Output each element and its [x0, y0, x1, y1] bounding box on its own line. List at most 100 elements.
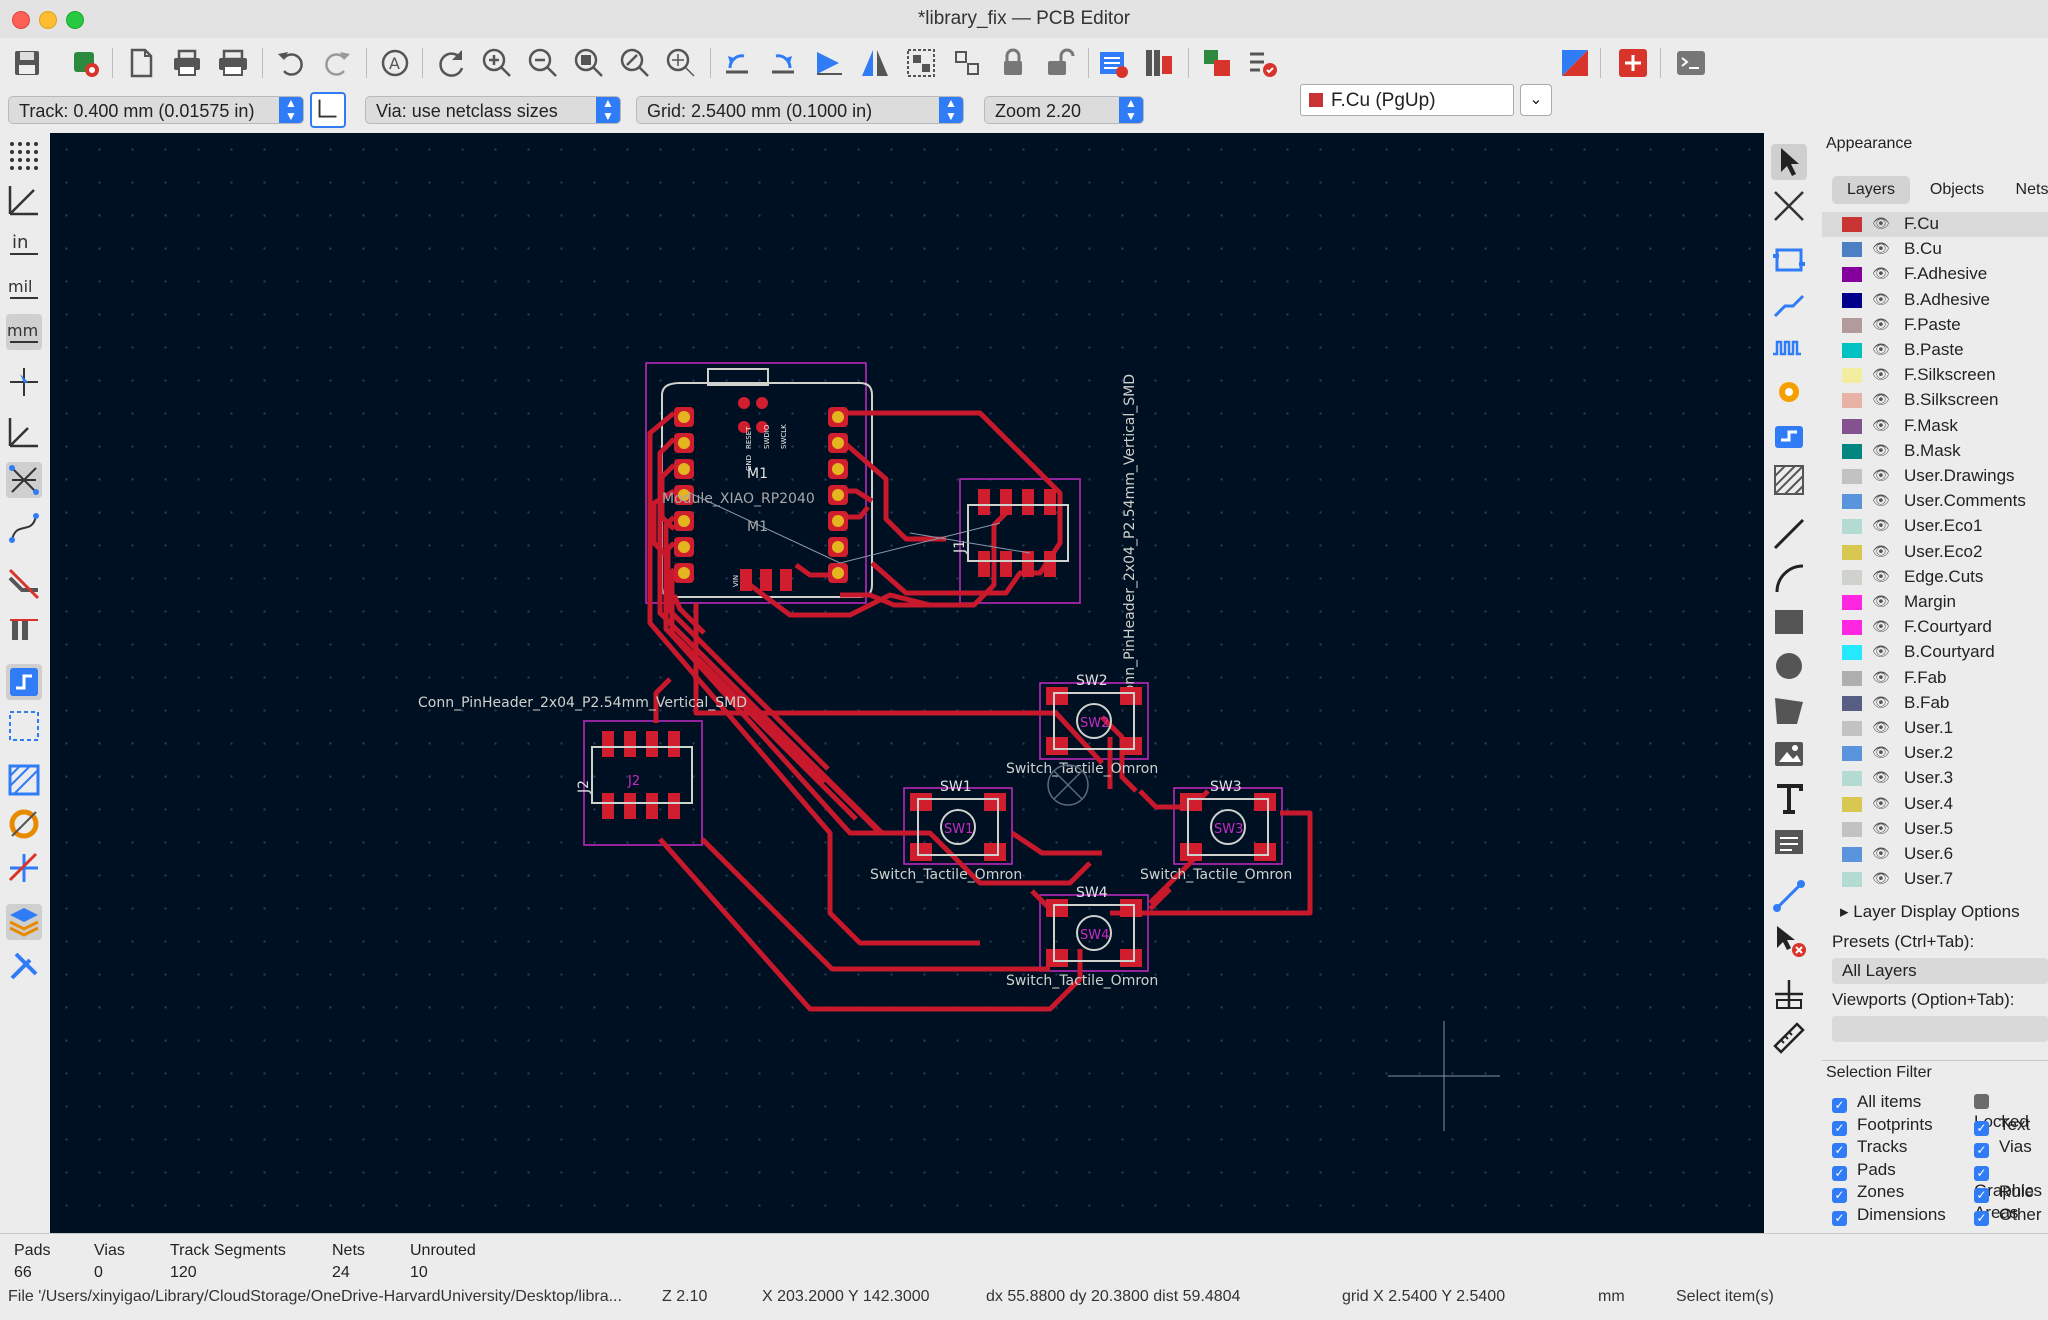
layer-row[interactable]: 👁F.Paste — [1822, 313, 2048, 338]
eye-icon[interactable]: 👁 — [1872, 668, 1890, 685]
zoom-selection-icon[interactable] — [664, 46, 698, 80]
checkbox-icon[interactable]: ✓ — [1832, 1165, 1847, 1181]
viewports-select[interactable] — [1832, 1016, 2048, 1042]
layer-row[interactable]: 👁F.Cu — [1822, 212, 2048, 237]
layer-color-swatch[interactable] — [1842, 771, 1862, 787]
layer-row[interactable]: 👁Edge.Cuts — [1822, 565, 2048, 590]
layer-color-swatch[interactable] — [1842, 519, 1862, 535]
layer-color-swatch[interactable] — [1842, 267, 1862, 283]
grid-select[interactable]: Grid: 2.5400 mm (0.1000 in) ▲▼ — [636, 96, 964, 124]
units-mil-icon[interactable]: mil — [6, 270, 42, 306]
rotate-cw-icon[interactable] — [766, 46, 800, 80]
eye-icon[interactable]: 👁 — [1872, 265, 1890, 282]
layer-color-swatch[interactable] — [1842, 292, 1862, 308]
appearance-panel-icon[interactable] — [6, 904, 42, 940]
layer-row[interactable]: 👁F.Mask — [1822, 414, 2048, 439]
layer-color-swatch[interactable] — [1842, 695, 1862, 711]
zoom-in-icon[interactable] — [480, 46, 514, 80]
layer-row[interactable]: 👁User.6 — [1822, 842, 2048, 867]
save-icon[interactable] — [10, 46, 44, 80]
print-icon[interactable] — [170, 46, 204, 80]
checkbox-icon[interactable]: ✓ — [1974, 1120, 1989, 1136]
eye-icon[interactable]: 👁 — [1872, 542, 1890, 559]
group-icon[interactable] — [904, 46, 938, 80]
layer-row[interactable]: 👁B.Paste — [1822, 338, 2048, 363]
eye-icon[interactable]: 👁 — [1872, 315, 1890, 332]
layer-color-swatch[interactable] — [1842, 721, 1862, 736]
layer-row[interactable]: 👁Margin — [1822, 590, 2048, 615]
tab-objects[interactable]: Objects — [1929, 181, 1985, 198]
layer-row[interactable]: 👁F.Courtyard — [1822, 615, 2048, 640]
eye-icon[interactable]: 👁 — [1872, 416, 1890, 433]
ratsnest-icon[interactable] — [6, 462, 42, 498]
pcb-canvas[interactable]: M1 Module_XIAO_RP2040 M1 SWDIO SWCLK RES… — [50, 133, 1764, 1233]
add-zone-icon[interactable] — [1771, 418, 1807, 454]
track-width-select[interactable]: Track: 0.400 mm (0.01575 in) ▲▼ — [8, 96, 304, 124]
via-size-select[interactable]: Via: use netclass sizes ▲▼ — [365, 96, 621, 124]
layer-color-swatch[interactable] — [1842, 670, 1862, 686]
eye-icon[interactable]: 👁 — [1872, 719, 1890, 735]
track-outline-icon[interactable] — [6, 566, 42, 602]
measure-tool-icon[interactable] — [1771, 1020, 1807, 1056]
add-image-icon[interactable] — [1771, 736, 1807, 772]
footprint-library-icon[interactable] — [1142, 46, 1176, 80]
layer-color-swatch[interactable] — [1842, 393, 1862, 409]
layer-row[interactable]: 👁User.3 — [1822, 766, 2048, 791]
draw-circle-icon[interactable] — [1771, 648, 1807, 684]
checkbox-icon[interactable] — [1974, 1094, 1989, 1109]
zone-outline-icon[interactable] — [6, 708, 42, 744]
eye-icon[interactable]: 👁 — [1872, 240, 1890, 257]
eye-icon[interactable]: 👁 — [1872, 366, 1890, 383]
checkbox-icon[interactable]: ✓ — [1832, 1188, 1847, 1203]
polar-coords-icon[interactable] — [6, 182, 42, 218]
zoom-out-icon[interactable] — [526, 46, 560, 80]
plot-icon[interactable] — [216, 46, 250, 80]
eye-icon[interactable]: 👁 — [1872, 492, 1890, 509]
layer-pair-icon[interactable] — [1558, 46, 1592, 80]
eye-icon[interactable]: 👁 — [1872, 819, 1890, 836]
layer-color-swatch[interactable] — [1842, 872, 1862, 888]
scripting-icon[interactable] — [1200, 46, 1234, 80]
eye-icon[interactable]: 👁 — [1872, 870, 1890, 887]
layer-row[interactable]: 👁B.Courtyard — [1822, 640, 2048, 665]
layer-row[interactable]: 👁User.Comments — [1822, 489, 2048, 514]
grid-toggle-icon[interactable] — [6, 138, 42, 174]
layer-row[interactable]: 👁B.Fab — [1822, 691, 2048, 716]
layer-row[interactable]: 👁User.2 — [1822, 741, 2048, 766]
unlock-icon[interactable] — [1042, 46, 1076, 80]
eye-icon[interactable]: 👁 — [1872, 794, 1890, 811]
find-icon[interactable]: A — [378, 46, 412, 80]
minimize-window-button[interactable] — [39, 11, 57, 29]
eye-icon[interactable]: 👁 — [1872, 391, 1890, 408]
zoom-objects-icon[interactable] — [618, 46, 652, 80]
layer-color-swatch[interactable] — [1842, 821, 1862, 837]
layer-display-options[interactable]: ▸ Layer Display Options — [1840, 902, 2020, 921]
undo-icon[interactable] — [274, 46, 308, 80]
layer-dropdown-button[interactable]: ⌄ — [1520, 84, 1552, 116]
layer-row[interactable]: 👁User.Drawings — [1822, 464, 2048, 489]
layer-row[interactable]: 👁F.Fab — [1822, 666, 2048, 691]
layer-color-swatch[interactable] — [1842, 620, 1862, 636]
eye-icon[interactable]: 👁 — [1872, 517, 1890, 534]
add-footprint-icon[interactable] — [1771, 242, 1807, 278]
add-textbox-icon[interactable] — [1771, 824, 1807, 860]
tab-layers[interactable]: Layers — [1832, 176, 1910, 204]
board-setup-icon[interactable] — [68, 46, 102, 80]
mirror-horizontal-icon[interactable] — [858, 46, 892, 80]
layer-color-swatch[interactable] — [1842, 418, 1862, 434]
eye-icon[interactable]: 👁 — [1872, 845, 1890, 861]
rotate-ccw-icon[interactable] — [720, 46, 754, 80]
layer-color-swatch[interactable] — [1842, 796, 1862, 812]
layer-row[interactable]: 👁F.Adhesive — [1822, 262, 2048, 287]
via-display-icon[interactable] — [6, 806, 42, 842]
zoom-select[interactable]: Zoom 2.20 ▲▼ — [984, 96, 1144, 124]
eye-icon[interactable]: 👁 — [1872, 593, 1890, 609]
eye-icon[interactable]: 👁 — [1872, 215, 1890, 231]
add-via-icon[interactable] — [1771, 374, 1807, 410]
route-track-icon[interactable] — [1771, 286, 1807, 322]
drc-icon[interactable] — [1246, 46, 1280, 80]
selection-filter-item[interactable]: ✓Zones — [1832, 1182, 1904, 1203]
layer-color-swatch[interactable] — [1842, 242, 1862, 258]
properties-icon[interactable] — [6, 948, 42, 984]
rule-area-icon[interactable] — [1771, 462, 1807, 498]
